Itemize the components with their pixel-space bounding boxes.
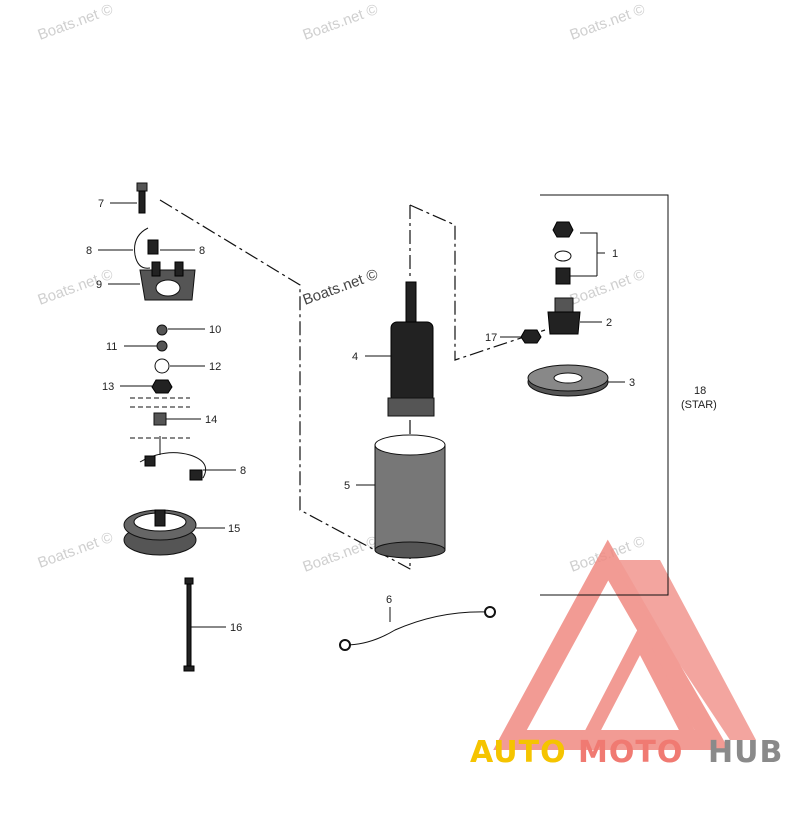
callout-18: 18 xyxy=(694,385,706,397)
callout-1: 1 xyxy=(612,248,618,260)
logo-emblem xyxy=(493,539,756,750)
watermark: Boats.net © xyxy=(568,266,648,309)
callout-15: 15 xyxy=(228,523,240,535)
part-9-brush-holder xyxy=(139,261,196,301)
logo-text-hub: HUB xyxy=(708,735,783,770)
callout-labels: 7 8 8 9 10 11 12 13 14 8 15 16 4 5 6 1 2… xyxy=(86,198,717,634)
part-17-nut xyxy=(520,329,542,344)
part-8-brush-lead xyxy=(139,436,207,481)
leader-lines xyxy=(98,202,625,628)
callout-8: 8 xyxy=(86,245,92,257)
callout-9: 9 xyxy=(96,279,102,291)
callout-11: 11 xyxy=(106,341,117,353)
part-15-end-cap xyxy=(123,509,197,556)
callout-3: 3 xyxy=(629,377,635,389)
logo-text-auto: AUTO xyxy=(470,735,567,770)
callout-13: 13 xyxy=(102,381,114,393)
bracket-18 xyxy=(540,194,669,596)
part-16-through-bolt xyxy=(183,577,195,672)
callout-17: 17 xyxy=(485,332,497,344)
callout-6: 6 xyxy=(386,594,392,606)
watermark-group: Boats.net © Boats.net © Boats.net © Boat… xyxy=(36,1,648,576)
watermark: Boats.net © xyxy=(36,1,116,44)
part-8-clip xyxy=(134,227,159,269)
watermark: Boats.net © xyxy=(301,533,381,576)
callout-7: 7 xyxy=(98,198,104,210)
callout-4: 4 xyxy=(352,351,358,363)
callout-5: 5 xyxy=(344,480,350,492)
watermark-center: Boats.net © xyxy=(301,266,381,309)
part-2-drive xyxy=(547,297,581,335)
watermark: Boats.net © xyxy=(36,529,116,572)
logo-wordmark: AUTO MOTO HUB xyxy=(470,735,783,770)
part-6-cable xyxy=(339,606,496,651)
callout-12: 12 xyxy=(209,361,221,373)
watermark: Boats.net © xyxy=(568,1,648,44)
callout-14: 14 xyxy=(205,414,217,426)
logo-text-moto: MOTO xyxy=(578,735,683,770)
callout-16: 16 xyxy=(230,622,242,634)
watermark: Boats.net © xyxy=(36,266,116,309)
part-7-bolt xyxy=(136,182,148,214)
part-1-hardware xyxy=(552,221,574,285)
callout-18-note: (STAR) xyxy=(681,399,717,411)
watermark: Boats.net © xyxy=(301,1,381,44)
part-5-field-frame xyxy=(374,434,446,559)
part-4-armature xyxy=(387,281,435,417)
callout-8: 8 xyxy=(240,465,246,477)
part-3-end-head xyxy=(527,364,609,397)
callout-2: 2 xyxy=(606,317,612,329)
callout-10: 10 xyxy=(209,324,221,336)
small-hardware xyxy=(151,324,173,426)
callout-8: 8 xyxy=(199,245,205,257)
alignment-lines xyxy=(130,199,546,571)
